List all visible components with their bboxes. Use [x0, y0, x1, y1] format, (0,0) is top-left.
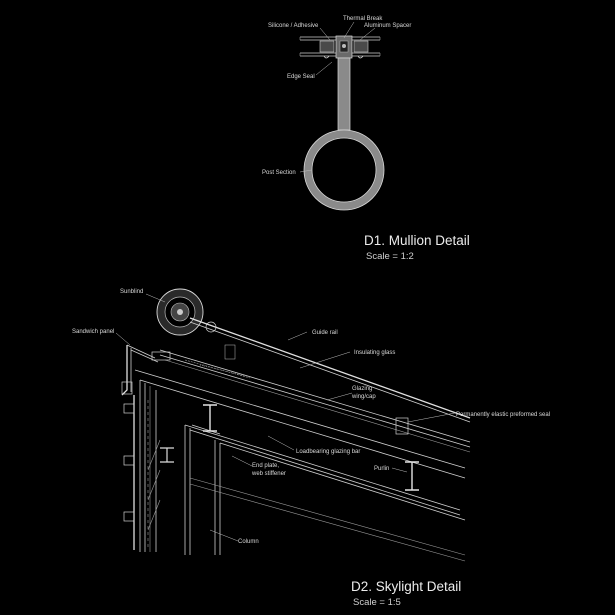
skylight-detail: Sunblind Sandwich panel Guide rail Insul… [72, 288, 550, 608]
insulating-glass-label: Insulating glass [354, 350, 395, 356]
wall-system [123, 380, 174, 552]
guide-rail-label: Guide rail [312, 330, 338, 336]
mullion-stem [337, 57, 351, 131]
mullion-spacers [319, 35, 369, 59]
end-plate-label-line2: web stiffener [251, 471, 286, 477]
glazing-label-line2: wing/cap [351, 394, 376, 400]
loadbearing-bar-label: Loadbearing glazing bar [296, 449, 360, 455]
mullion-detail-scale: Scale = 1:2 [366, 251, 414, 262]
silicone-adhesive-label: Silicone / Adhesive [268, 23, 319, 29]
inner-frame [184, 424, 466, 562]
post-section-label: Post Section [262, 170, 296, 176]
glazing-label-line1: Glazing [352, 386, 372, 392]
sunblind-label: Sunblind [120, 289, 143, 295]
sandwich-panel-label: Sandwich panel [72, 329, 114, 335]
skylight-detail-title: D2. Skylight Detail [351, 579, 461, 594]
end-plate-label-line1: End plate, [252, 463, 279, 469]
mullion-leaders [299, 21, 376, 173]
column-label: Column [238, 539, 259, 545]
sandwich-panel [121, 344, 171, 396]
edge-seal-label: Edge Seal [287, 74, 315, 80]
mullion-detail-title: D1. Mullion Detail [364, 233, 470, 248]
glazing-clamp [395, 417, 409, 435]
i-beams [203, 404, 419, 491]
thermal-break-label: Thermal Break [343, 16, 383, 22]
mullion-detail: Thermal Break Silicone / Adhesive Alumin… [262, 16, 470, 262]
post-section-ring [303, 129, 385, 211]
preformed-seal-label: Permanently elastic preformed seal [456, 412, 550, 418]
purlin-label: Purlin [374, 466, 389, 472]
skylight-leaders [115, 293, 456, 542]
aluminum-spacer-label: Aluminum Spacer [364, 23, 411, 29]
skylight-detail-scale: Scale = 1:5 [353, 597, 401, 608]
